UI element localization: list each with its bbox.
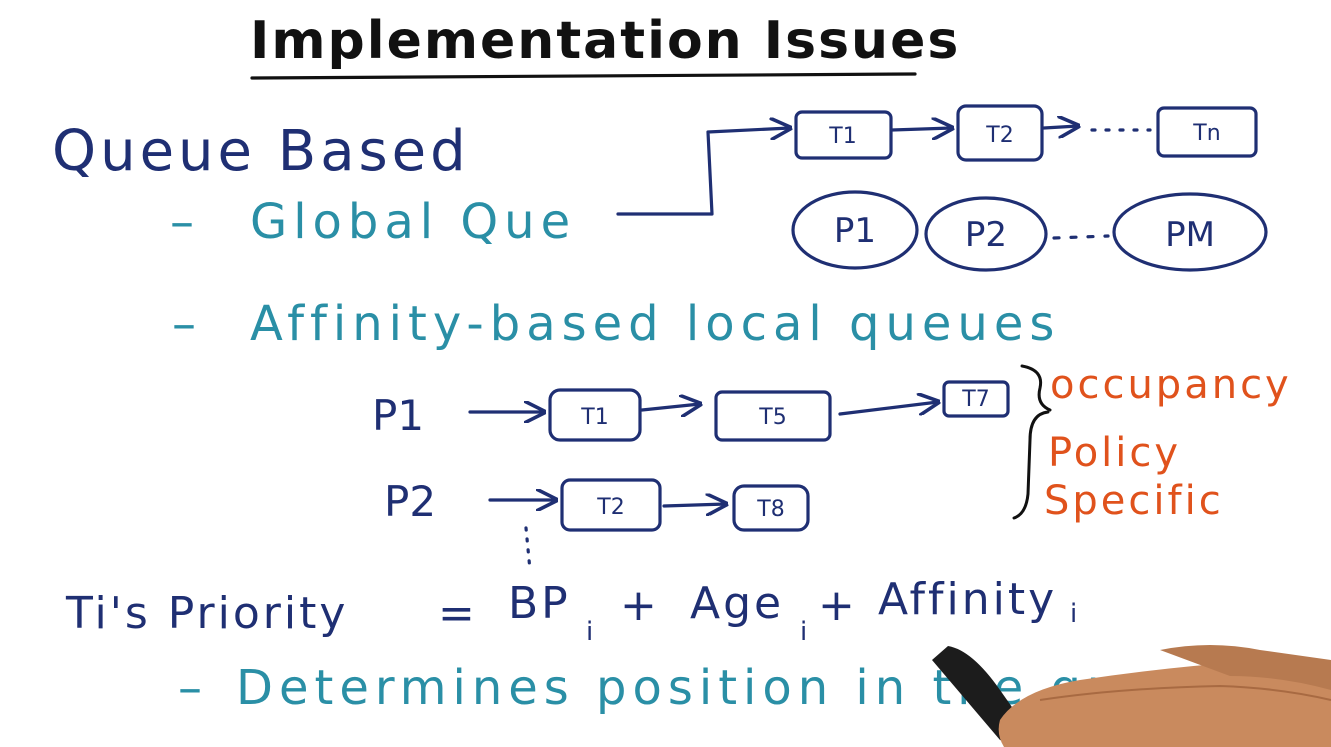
affinity-label: Affinity-based local queues xyxy=(250,296,1060,352)
priority-formula: Ti's Priority = BP i + Age i + Affinity … xyxy=(65,574,1077,647)
affinity-processor-2: P2 xyxy=(384,477,436,526)
p2-thread-label-2: T8 xyxy=(756,497,784,522)
global-thread-arrow-1 xyxy=(890,128,952,130)
formula-term-bp: BP xyxy=(508,578,571,629)
policy-brace xyxy=(1012,410,1050,520)
formula-sub-bp: i xyxy=(586,617,593,647)
global-thread-arrow-2 xyxy=(1042,126,1078,128)
annotation-occupancy: occupancy xyxy=(1050,362,1292,408)
p2-thread-label-1: T2 xyxy=(596,495,624,520)
p1-arrow-1 xyxy=(640,404,700,410)
p1-thread-label-2: T5 xyxy=(758,405,786,430)
occupancy-brace xyxy=(1020,364,1052,412)
processor-circle-1: P1 xyxy=(791,190,919,270)
p1-arrow-2 xyxy=(838,402,938,416)
p2-arrow-1 xyxy=(662,504,726,506)
global-queue-label: Global Que xyxy=(250,194,576,250)
processor-label-2: P2 xyxy=(965,215,1007,255)
processor-label-m: PM xyxy=(1165,215,1215,255)
formula-equals: = xyxy=(438,588,478,639)
p1-thread-box-2: T5 xyxy=(714,390,832,442)
global-queue-dash: – xyxy=(170,194,200,250)
affinity-dash: – xyxy=(172,296,202,352)
processor-ellipsis xyxy=(1052,234,1110,240)
note-dash: – xyxy=(178,660,208,716)
hand-with-marker xyxy=(932,645,1331,747)
processor-circle-m: PM xyxy=(1112,192,1268,272)
formula-plus-1: + xyxy=(620,580,660,631)
title-underline xyxy=(250,72,917,80)
p2-thread-box-1: T2 xyxy=(560,478,662,532)
p1-thread-box-1: T1 xyxy=(548,388,642,442)
global-queue-arrow xyxy=(616,128,790,216)
affinity-processor-1: P1 xyxy=(372,391,424,440)
p2-thread-box-2: T8 xyxy=(732,484,810,532)
formula-term-affinity: Affinity xyxy=(878,574,1057,625)
annotation-specific: Specific xyxy=(1044,478,1224,524)
section-heading: Queue Based xyxy=(52,119,470,184)
global-thread-box-1: T1 xyxy=(794,110,893,160)
p2-dotted-connector xyxy=(524,526,532,572)
page-title: Implementation Issues xyxy=(250,11,960,71)
formula-sub-age: i xyxy=(800,617,807,647)
global-thread-label-1: T1 xyxy=(828,124,856,149)
formula-term-age: Age xyxy=(690,578,784,629)
global-thread-box-2: T2 xyxy=(956,104,1044,162)
p1-thread-box-3: T7 xyxy=(942,380,1010,418)
global-thread-box-n: Tn xyxy=(1156,106,1258,158)
annotation-policy: Policy xyxy=(1048,430,1181,476)
formula-plus-2: + xyxy=(818,580,858,631)
processor-label-1: P1 xyxy=(834,211,876,251)
p1-thread-label-1: T1 xyxy=(580,405,608,430)
formula-sub-affinity: i xyxy=(1070,599,1077,629)
global-thread-label-n: Tn xyxy=(1192,121,1220,146)
processor-circle-2: P2 xyxy=(924,196,1048,272)
p1-thread-label-3: T7 xyxy=(961,387,989,412)
global-thread-label-2: T2 xyxy=(985,123,1013,148)
formula-lhs: Ti's Priority xyxy=(65,588,348,639)
